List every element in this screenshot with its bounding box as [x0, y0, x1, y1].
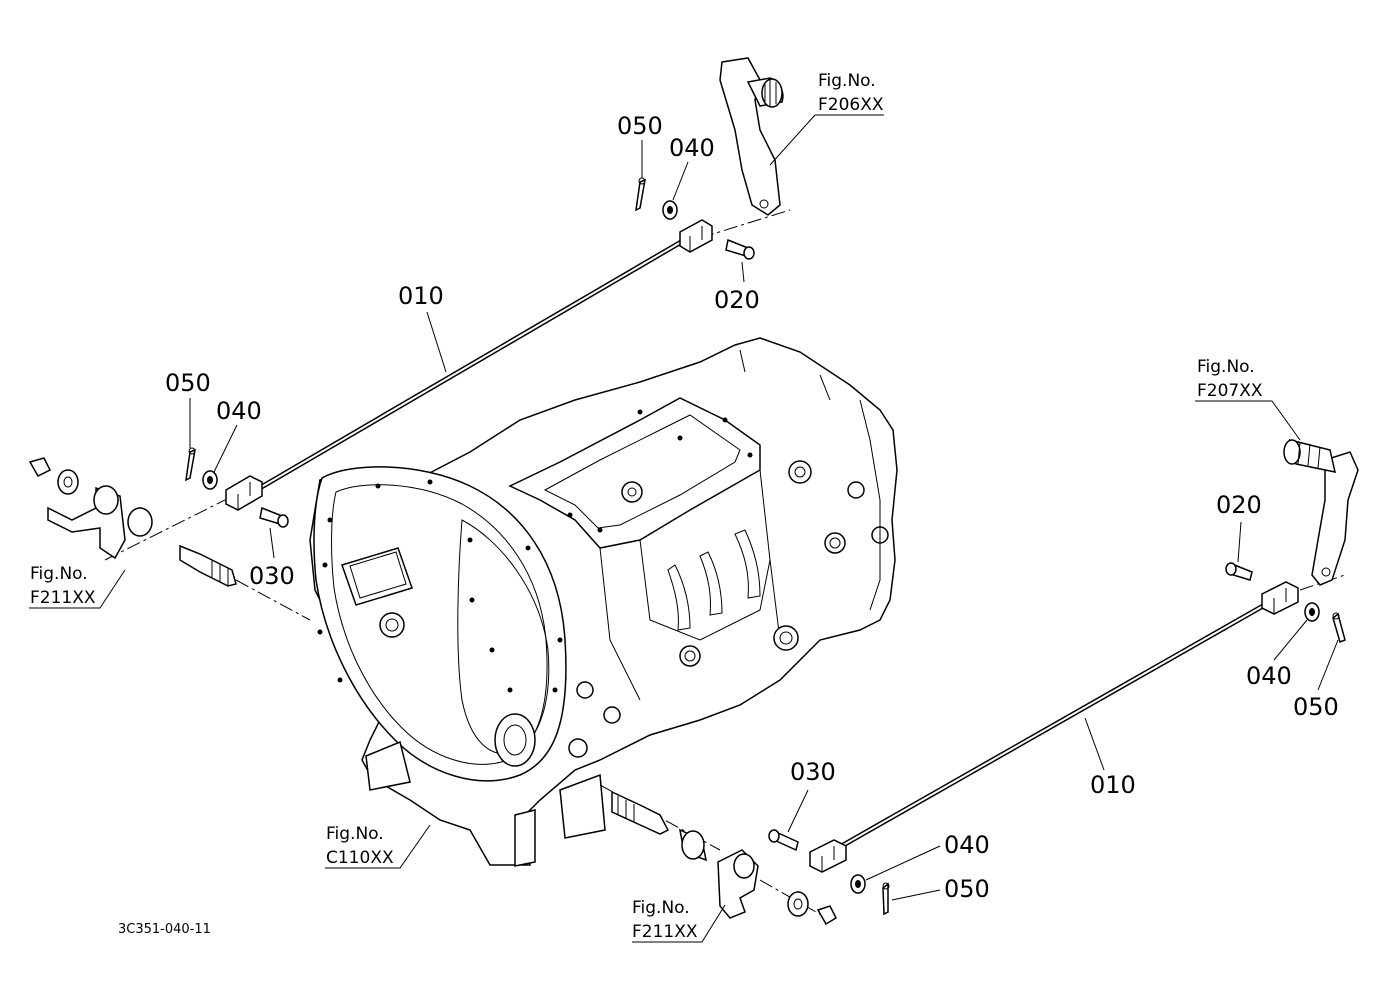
pin-020-top [725, 238, 755, 260]
callout-030-left: 030 [249, 562, 295, 590]
fig-ref-f211-bottom: F211XX [632, 922, 698, 942]
callout-050-top: 050 [617, 112, 663, 140]
callout-010-top: 010 [398, 282, 444, 310]
callout-040-left: 040 [216, 397, 262, 425]
split-pin-050-left [185, 447, 196, 482]
fig-references: Fig.No. F206XX Fig.No. F207XX Fig.No. F2… [30, 71, 1263, 942]
callout-labels: 050 040 020 010 050 040 030 020 040 050 … [165, 112, 1339, 903]
fig-ref-f211-left: F211XX [30, 588, 96, 608]
leader-lines [29, 114, 1339, 943]
split-pin-050-top [635, 177, 646, 212]
clevis-top [679, 219, 713, 253]
callout-050-bottom: 050 [944, 875, 990, 903]
callout-020-top: 020 [714, 286, 760, 314]
lever-arm-f206 [719, 57, 784, 216]
washer-040-bottom [850, 874, 866, 894]
callout-040-right: 040 [1246, 662, 1292, 690]
drawing-code: 3C351-040-11 [118, 922, 211, 937]
clevis-right [1261, 581, 1299, 615]
lever-arm-f207 [1283, 438, 1359, 586]
clevis-bottom [809, 839, 847, 873]
fig-ref-c110: C110XX [326, 848, 394, 868]
fig-ref-heading: Fig.No. [326, 824, 384, 844]
fig-ref-heading: Fig.No. [632, 898, 690, 918]
pin-030-bottom [768, 829, 799, 852]
washer-040-left [202, 470, 218, 490]
split-pin-050-bottom [882, 882, 890, 916]
shaft-f211-bottom [611, 790, 837, 926]
pin-030-left [259, 506, 289, 528]
fig-ref-heading: Fig.No. [30, 564, 88, 584]
right-rod-assembly [599, 574, 1346, 921]
callout-050-left: 050 [165, 369, 211, 397]
callout-040-top: 040 [669, 134, 715, 162]
washer-040-top [662, 200, 678, 220]
fig-ref-f207: F207XX [1197, 381, 1263, 401]
callout-040-bottom: 040 [944, 831, 990, 859]
split-pin-050-right [1332, 612, 1346, 644]
pin-020-right [1225, 562, 1253, 581]
transmission-housing [309, 337, 898, 867]
callout-050-right: 050 [1293, 693, 1339, 721]
clevis-left [225, 475, 263, 511]
fig-ref-heading: Fig.No. [1197, 357, 1255, 377]
callout-020-right: 020 [1216, 491, 1262, 519]
fig-ref-f206: F206XX [818, 95, 884, 115]
callout-010-right: 010 [1090, 771, 1136, 799]
shaft-f211-left [28, 457, 311, 621]
washer-040-right [1304, 602, 1320, 622]
top-rod-assembly [104, 209, 791, 561]
callout-030-bottom: 030 [790, 758, 836, 786]
fig-ref-heading: Fig.No. [818, 71, 876, 91]
